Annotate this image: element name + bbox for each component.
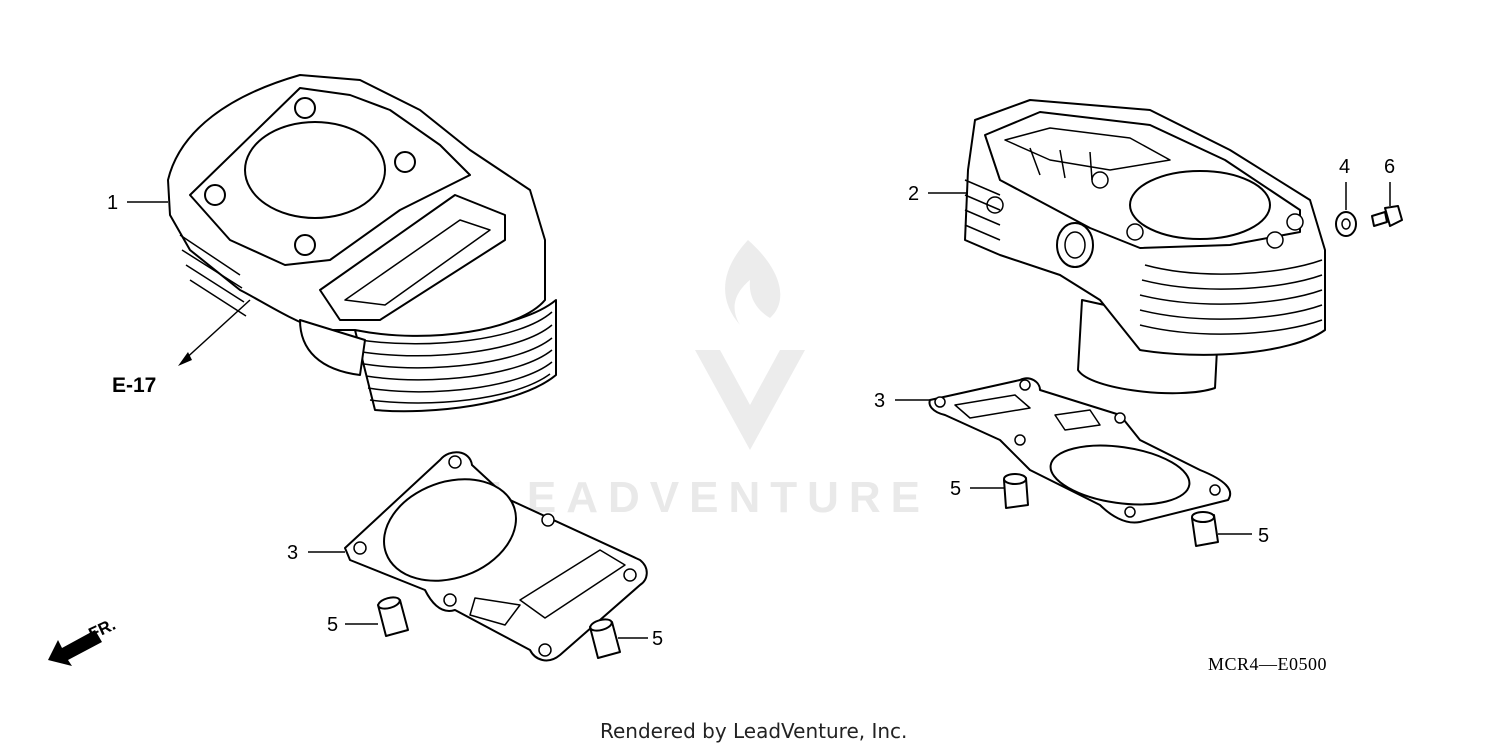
callout-5-rear-left-label: 5 <box>950 478 961 500</box>
callout-5-rear-left[interactable]: 5 <box>950 478 1004 500</box>
callout-5-front-right[interactable]: 5 <box>618 628 663 650</box>
front-base-gasket[interactable] <box>344 451 648 662</box>
callout-1[interactable]: 1 <box>107 192 168 214</box>
reference-label: E-17 <box>112 374 156 397</box>
front-cylinder-fins <box>354 299 557 413</box>
watermark-flame-icon <box>725 240 781 325</box>
reference-arrowhead-icon <box>178 352 192 366</box>
watermark-v-icon <box>695 350 805 450</box>
front-stud-hole-1 <box>294 97 316 119</box>
washer[interactable] <box>1335 182 1357 237</box>
front-direction-indicator: FR. <box>48 615 119 666</box>
callout-5-rear-right[interactable]: 5 <box>1218 525 1269 547</box>
callout-5-rear-right-label: 5 <box>1258 525 1269 547</box>
callout-3-front-label: 3 <box>287 542 298 564</box>
watermark: LEADVENTURE <box>490 240 930 522</box>
front-stud-hole-4 <box>294 234 316 256</box>
callout-2[interactable]: 2 <box>908 183 968 205</box>
callout-5-front-right-label: 5 <box>652 628 663 650</box>
front-cylinder[interactable] <box>167 74 557 413</box>
bolt[interactable] <box>1371 182 1403 227</box>
callout-3-front[interactable]: 3 <box>287 542 345 564</box>
callout-4-label: 4 <box>1339 156 1350 178</box>
callout-1-label: 1 <box>107 192 118 214</box>
callout-2-label: 2 <box>908 183 919 205</box>
rear-cylinder-bore <box>1129 170 1271 240</box>
front-cylinder-bore <box>244 121 386 219</box>
callout-3-rear[interactable]: 3 <box>874 390 930 412</box>
front-dowel-pin-right[interactable] <box>589 617 621 659</box>
callout-5-front-left[interactable]: 5 <box>327 614 378 636</box>
front-arrow-icon <box>48 630 102 666</box>
rear-dowel-pin-right[interactable] <box>1191 511 1219 547</box>
footer-credit: Rendered by LeadVenture, Inc. <box>600 719 907 743</box>
rear-cylinder[interactable] <box>964 99 1326 395</box>
callout-5-front-left-label: 5 <box>327 614 338 636</box>
callout-4[interactable]: 4 <box>1339 156 1350 178</box>
callout-3-rear-label: 3 <box>874 390 885 412</box>
callout-6-label: 6 <box>1384 156 1395 178</box>
rear-dowel-pin-left[interactable] <box>1003 473 1029 509</box>
watermark-text: LEADVENTURE <box>490 473 930 522</box>
front-cylinder-cam-chain-tunnel <box>319 194 506 321</box>
front-stud-hole-3 <box>204 184 226 206</box>
diagram-code: MCR4—E0500 <box>1208 654 1327 674</box>
rear-base-gasket[interactable] <box>928 377 1232 524</box>
front-stud-hole-2 <box>394 151 416 173</box>
front-dowel-pin-left[interactable] <box>377 595 409 637</box>
e17-reference[interactable]: E-17 <box>112 299 251 397</box>
callout-6[interactable]: 6 <box>1384 156 1395 178</box>
